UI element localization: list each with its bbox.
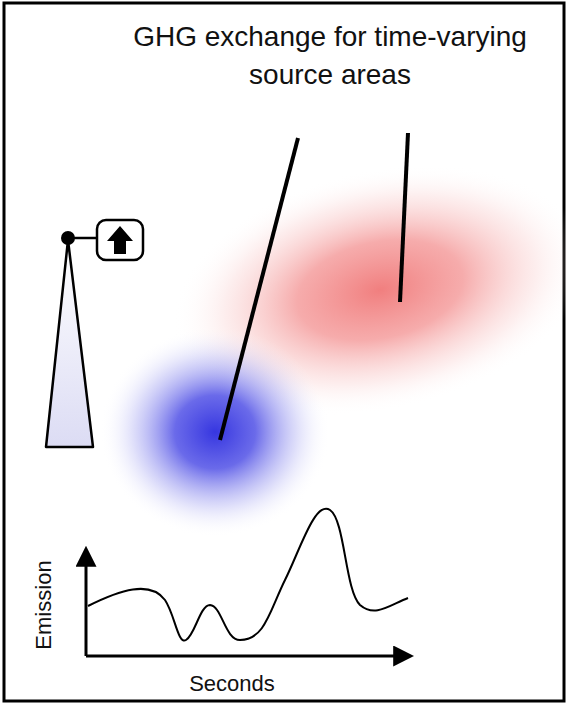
flux-box xyxy=(97,220,143,260)
axis-label-x: Seconds xyxy=(189,671,275,697)
emission-curve xyxy=(88,509,408,641)
leader-line xyxy=(400,133,408,302)
sensor-arm xyxy=(68,237,97,240)
leader-line xyxy=(220,138,298,440)
up-arrow-symbol xyxy=(107,226,133,254)
axis-label-y: Emission xyxy=(31,560,57,649)
blue-source-area xyxy=(100,327,330,537)
x-axis xyxy=(86,655,410,658)
tower xyxy=(46,240,93,447)
title: GHG exchange for time-varying source are… xyxy=(130,18,530,94)
y-axis xyxy=(85,550,88,656)
